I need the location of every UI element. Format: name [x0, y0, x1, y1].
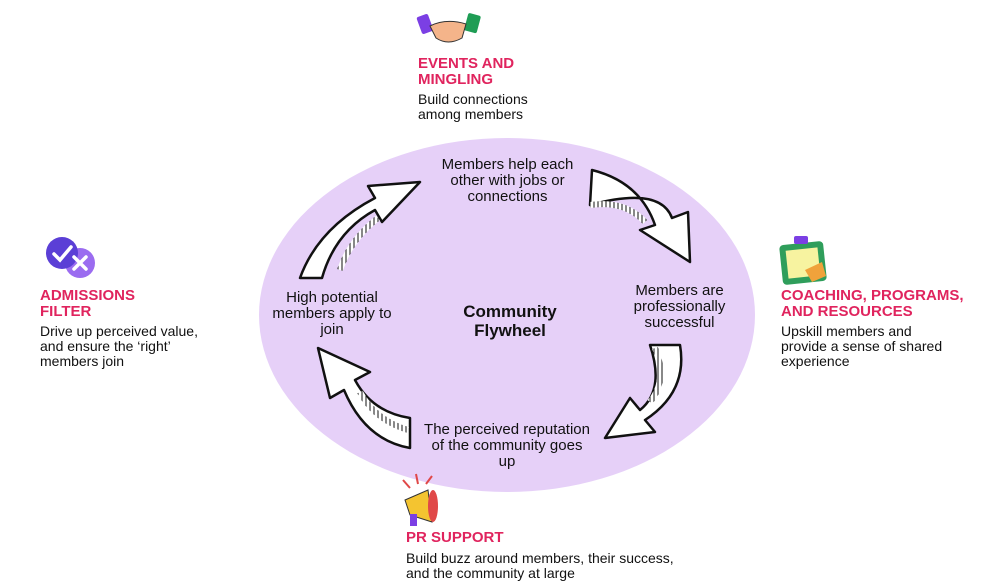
flywheel-step-right: Members are professionally successful	[633, 282, 726, 331]
clipboard-icon	[779, 236, 827, 285]
lever-coaching-title: COACHING, PROGRAMS, AND RESOURCES	[781, 287, 964, 320]
lever-admissions-title: ADMISSIONS FILTER	[40, 287, 136, 320]
lever-pr-desc: Build buzz around members, their success…	[406, 550, 674, 581]
arrow-top-right	[588, 168, 692, 264]
lever-coaching: COACHING, PROGRAMS, AND RESOURCES Upskil…	[781, 288, 991, 369]
lever-coaching-desc: Upskill members and provide a sense of s…	[781, 323, 943, 369]
arrow-bottom-right	[603, 343, 683, 440]
lever-events-title: EVENTS AND MINGLING	[418, 55, 515, 88]
megaphone-icon	[402, 473, 438, 526]
arrow-top-left	[298, 180, 422, 280]
arrow-bottom-left	[316, 346, 412, 450]
lever-events: EVENTS AND MINGLING Build connections am…	[418, 56, 558, 122]
flywheel-step-left: High potential members apply to join	[272, 289, 392, 338]
flywheel-step-top: Members help each other with jobs or con…	[441, 156, 574, 205]
flywheel-step-bottom: The perceived reputation of the communit…	[424, 421, 590, 470]
check-cross-badges-icon	[46, 237, 95, 278]
lever-admissions: ADMISSIONS FILTER Drive up perceived val…	[40, 288, 210, 369]
lever-pr-title: PR SUPPORT	[406, 529, 504, 546]
handshake-icon	[416, 13, 481, 43]
lever-events-desc: Build connections among members	[418, 91, 528, 122]
lever-admissions-desc: Drive up perceived value, and ensure the…	[40, 323, 198, 369]
center-title: Community Flywheel	[463, 302, 557, 340]
lever-pr: PR SUPPORT Build buzz around members, th…	[406, 530, 681, 581]
